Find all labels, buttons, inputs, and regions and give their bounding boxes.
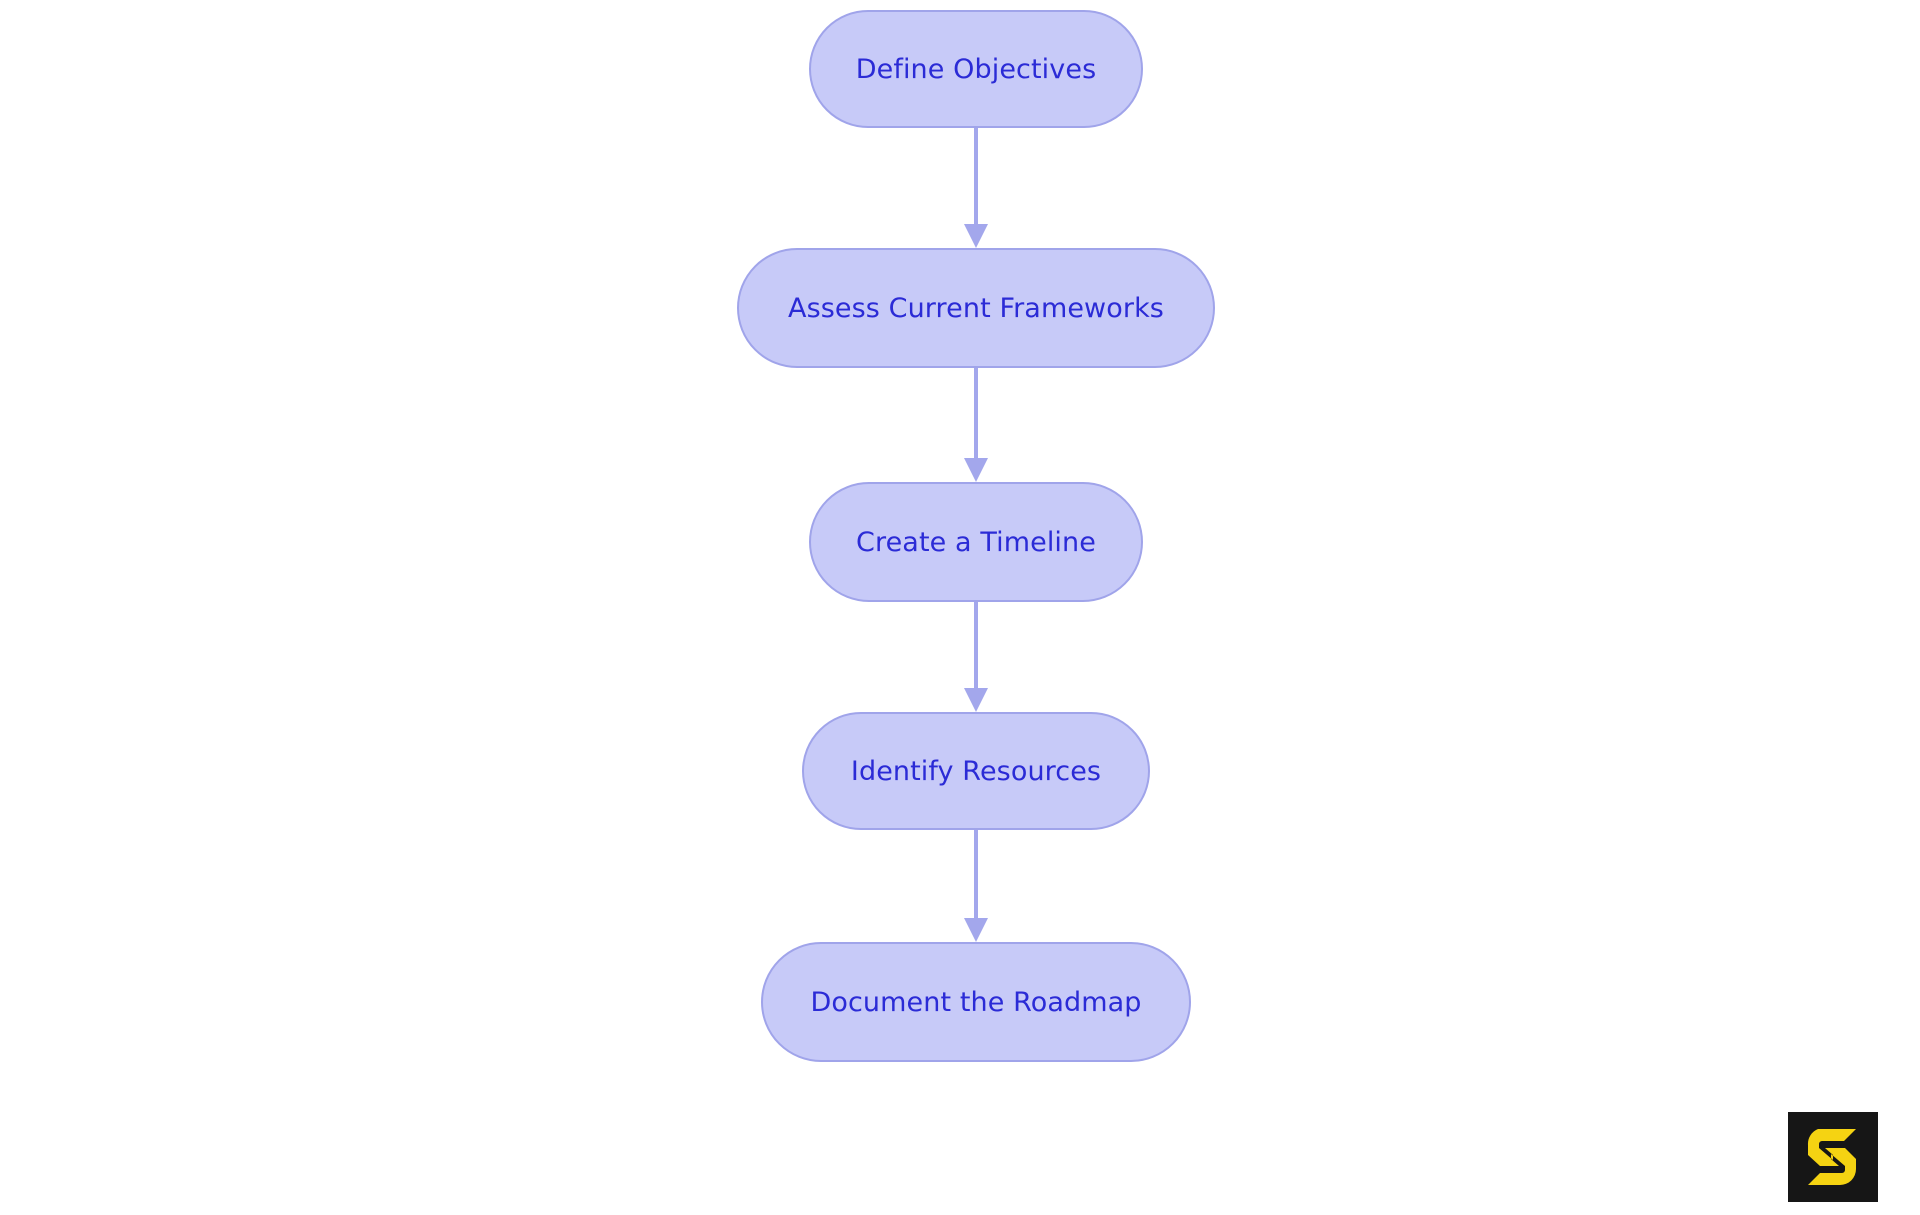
arrowhead-down-icon — [964, 458, 988, 482]
arrowhead-down-icon — [964, 918, 988, 942]
node-label: Assess Current Frameworks — [788, 292, 1164, 324]
edge-line — [974, 830, 978, 918]
flowchart-node-document-the-roadmap[interactable]: Document the Roadmap — [761, 942, 1191, 1062]
flowchart-edge-identify-resources-to-document-the-roadmap — [963, 830, 989, 942]
arrowhead-down-icon — [964, 688, 988, 712]
node-label: Define Objectives — [855, 53, 1097, 85]
flowchart-node-assess-current-frameworks[interactable]: Assess Current Frameworks — [737, 248, 1215, 368]
flowchart-node-define-objectives[interactable]: Define Objectives — [809, 10, 1143, 128]
s-monogram-icon — [1807, 1129, 1856, 1185]
edge-line — [974, 368, 978, 458]
edge-line — [974, 128, 978, 224]
flowchart-node-create-a-timeline[interactable]: Create a Timeline — [809, 482, 1143, 602]
node-label: Create a Timeline — [856, 526, 1096, 558]
arrowhead-down-icon — [964, 224, 988, 248]
flowchart-node-identify-resources[interactable]: Identify Resources — [802, 712, 1150, 830]
edge-line — [974, 602, 978, 688]
brand-logo — [1788, 1112, 1878, 1202]
node-label: Document the Roadmap — [810, 986, 1142, 1018]
flowchart-edge-create-a-timeline-to-identify-resources — [963, 602, 989, 712]
flowchart-edge-define-objectives-to-assess-current-frameworks — [963, 128, 989, 248]
flowchart-edge-assess-current-frameworks-to-create-a-timeline — [963, 368, 989, 482]
node-label: Identify Resources — [850, 755, 1102, 787]
